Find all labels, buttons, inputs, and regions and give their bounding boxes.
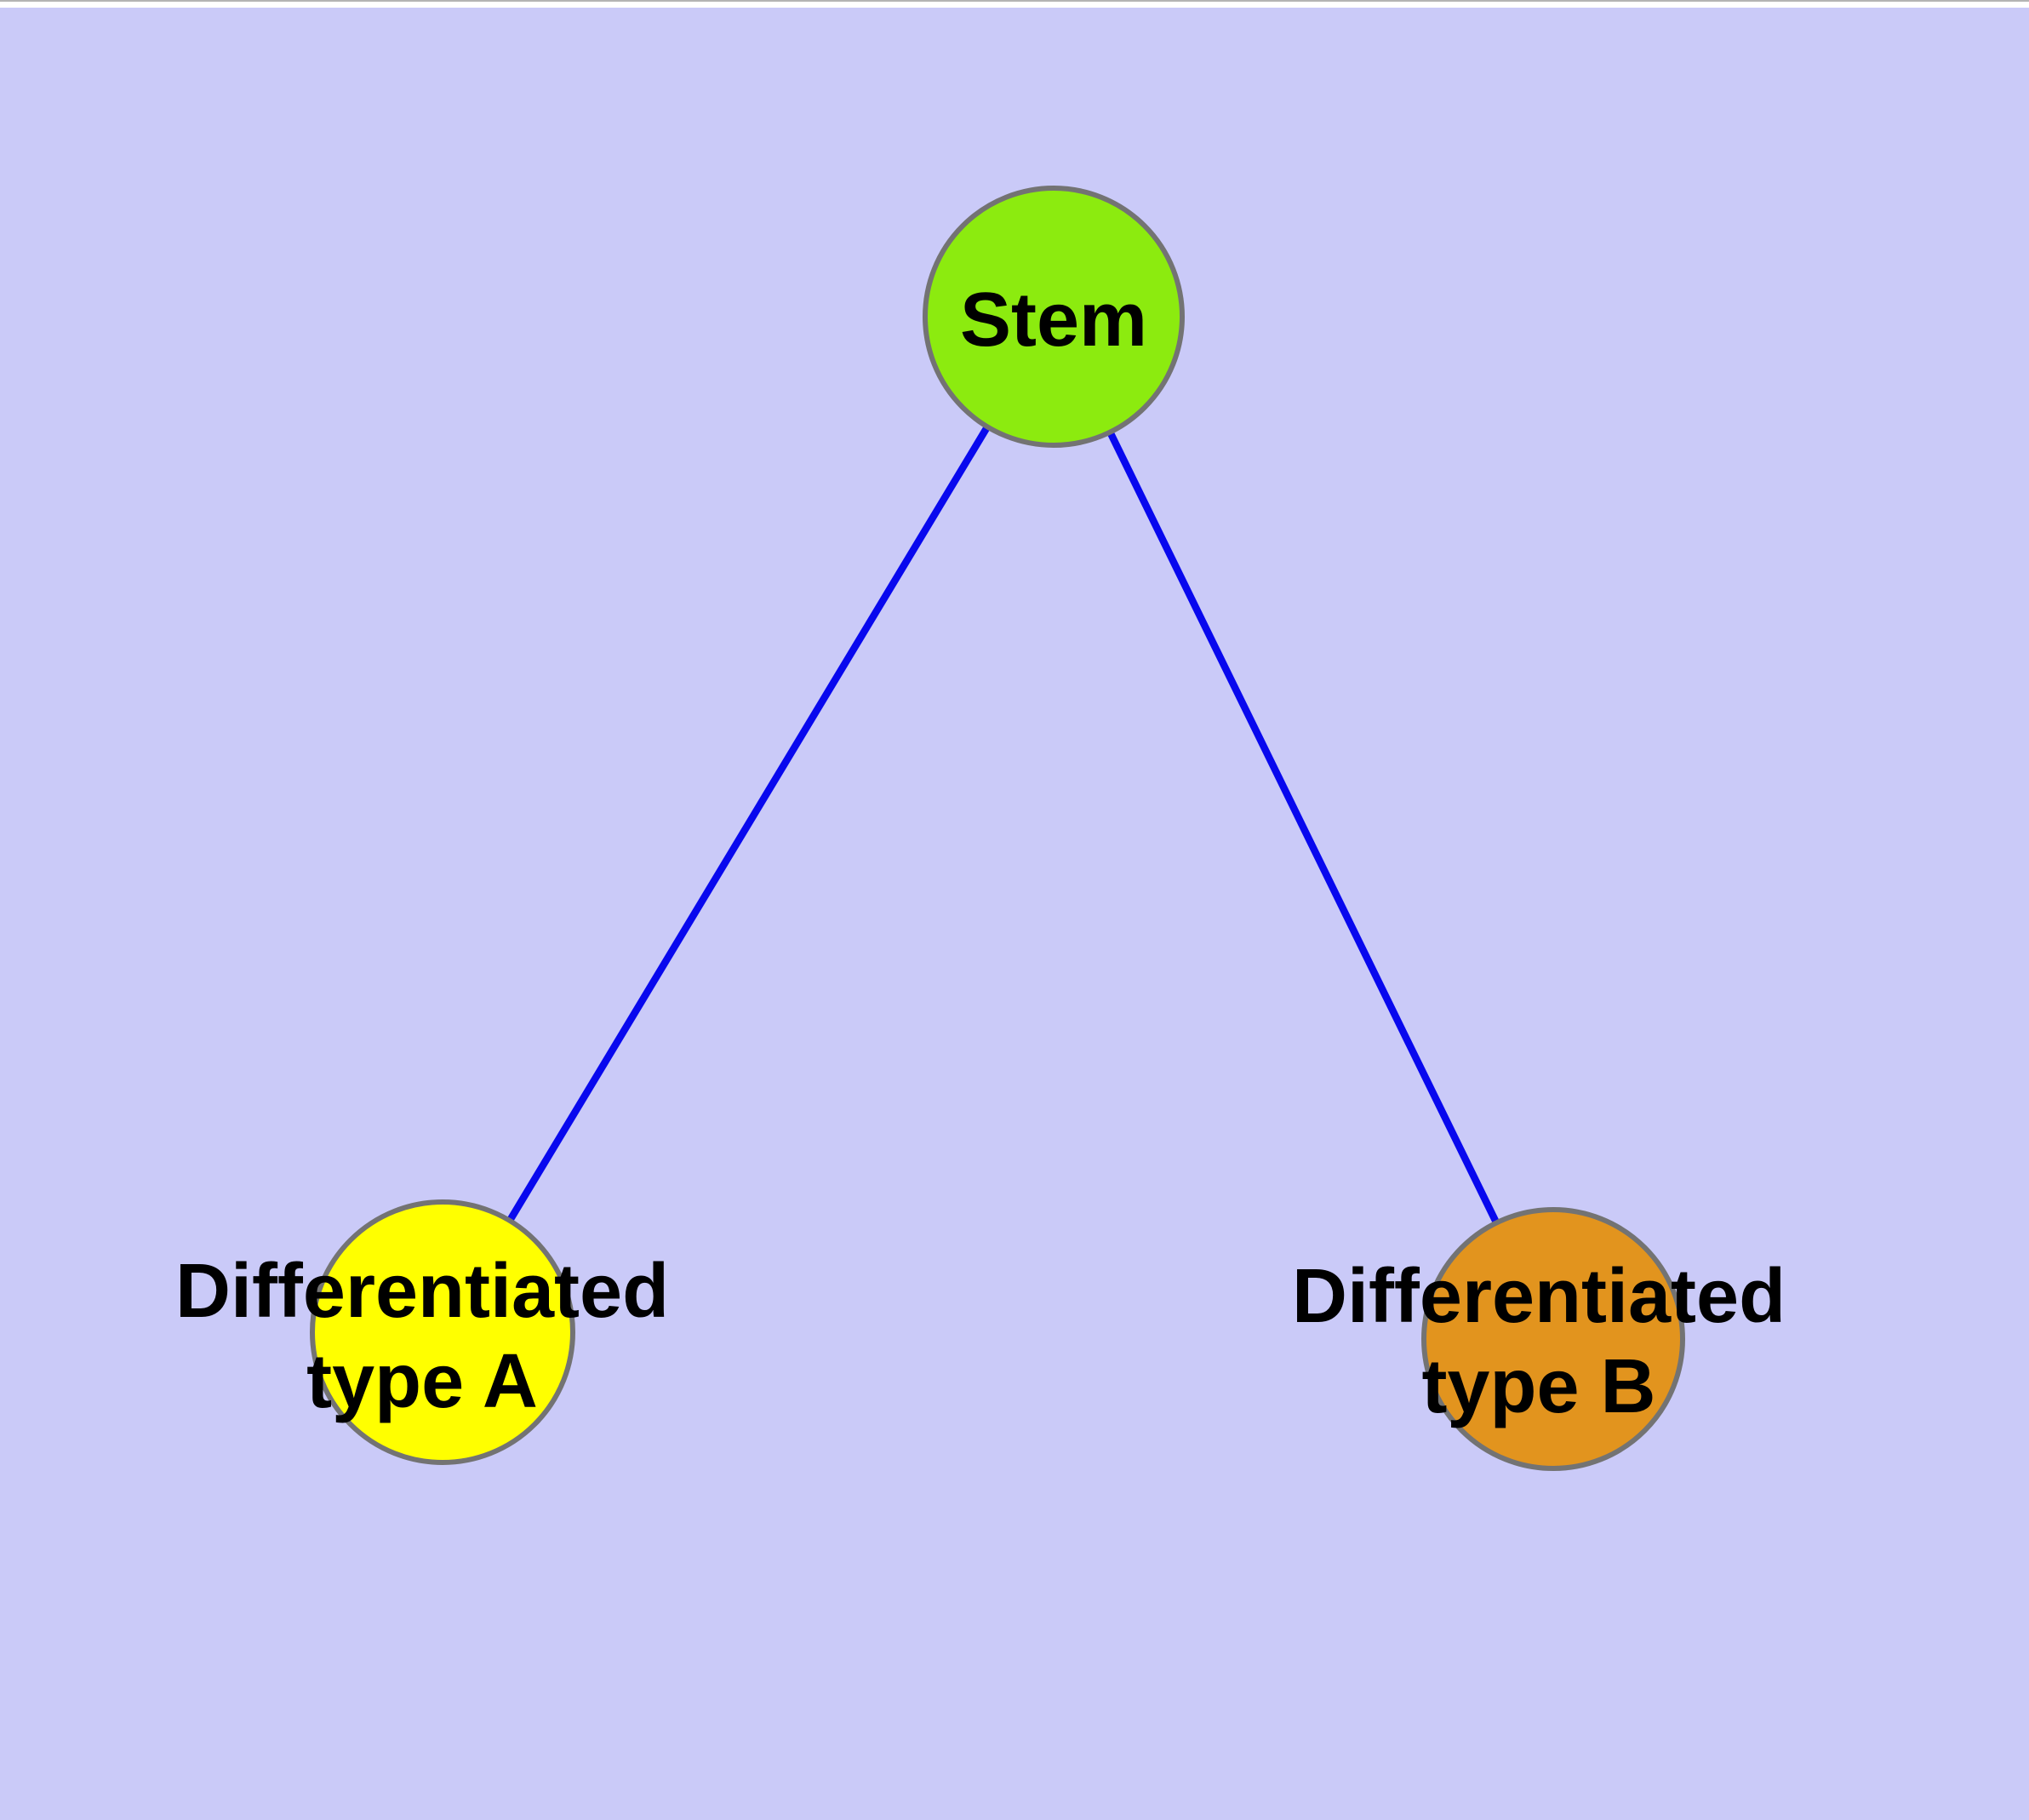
node-stem: [923, 186, 1185, 448]
node-type-b-label-line1: Differentiated: [1291, 1254, 1786, 1339]
node-stem-label: Stem: [960, 275, 1147, 365]
node-stem-label-text: Stem: [959, 278, 1148, 363]
node-type-a-label-line1: Differentiated: [174, 1249, 670, 1334]
edge-stem-to-type-b: [1050, 315, 1557, 1341]
node-type-a-label: Differentiated type A: [175, 1246, 669, 1427]
graph-plot-area: Stem Differentiated type A Differentiate…: [0, 8, 2029, 1820]
node-differentiated-type-a: [310, 1199, 575, 1465]
node-type-b-label: Differentiated type B: [1292, 1251, 1786, 1432]
graph-svg: [310, 186, 1685, 1471]
edge-stem-to-type-a: [439, 314, 1057, 1335]
node-differentiated-type-b: [1421, 1207, 1685, 1471]
window-top-strip: [0, 0, 2029, 8]
node-type-b-label-line2: type B: [1421, 1344, 1656, 1429]
node-type-a-label-line2: type A: [306, 1339, 538, 1424]
